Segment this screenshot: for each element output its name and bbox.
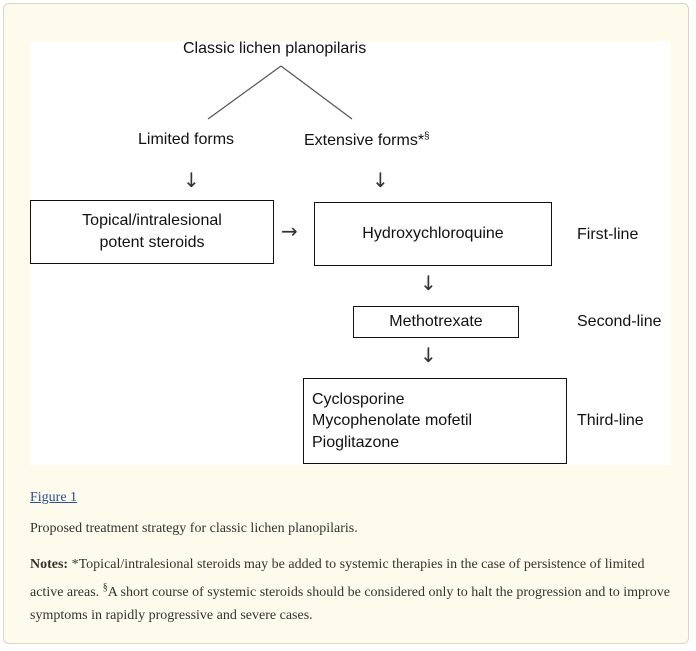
hydroxychloroquine-text: Hydroxychloroquine [362, 225, 504, 243]
root-node: Classic lichen planopilaris [183, 40, 367, 57]
methotrexate-text: Methotrexate [389, 313, 483, 331]
extensive-forms-mark: § [424, 131, 430, 142]
notes-part-2: A short course of systemic steroids shou… [30, 585, 670, 623]
arrow-down-methotrexate: ↓ [420, 343, 437, 367]
hydroxychloroquine-box: Hydroxychloroquine [314, 202, 552, 266]
figure-link[interactable]: Figure 1 [30, 490, 78, 505]
notes-label: Notes: [30, 557, 69, 572]
figure-panel: Classic lichen planopilaris Limited form… [3, 3, 689, 644]
notes-part-1: *Topical/intralesional steroids may be a… [30, 557, 645, 600]
extensive-forms-label: Extensive forms*§ [304, 131, 430, 151]
arrow-down-extensive: ↓ [372, 168, 389, 192]
third-line-label: Third-line [577, 412, 644, 429]
extensive-forms-text: Extensive forms* [304, 132, 425, 149]
third-line-box: Cyclosporine Mycophenolate mofetil Piogl… [303, 378, 567, 464]
methotrexate-box: Methotrexate [353, 306, 519, 338]
branch-lines [207, 65, 353, 120]
third-item-2: Mycophenolate mofetil [312, 412, 473, 430]
figure-notes: Notes: *Topical/intralesional steroids m… [30, 553, 670, 627]
second-line-label: Second-line [577, 313, 662, 330]
limited-forms-label: Limited forms [138, 131, 235, 148]
flowchart: Classic lichen planopilaris Limited form… [30, 40, 670, 465]
topical-line-1: Topical/intralesional [82, 212, 222, 230]
figure-caption: Proposed treatment strategy for classic … [30, 521, 358, 536]
arrow-right: → [281, 219, 298, 243]
third-item-3: Pioglitazone [312, 433, 400, 451]
arrow-down-limited: ↓ [183, 168, 200, 192]
first-line-label: First-line [577, 226, 639, 243]
arrow-down-hydroxy: ↓ [420, 271, 437, 295]
third-item-1: Cyclosporine [312, 390, 405, 408]
topical-steroids-box: Topical/intralesional potent steroids [30, 200, 274, 264]
topical-line-2: potent steroids [99, 234, 205, 251]
notes-mark: § [102, 582, 108, 593]
